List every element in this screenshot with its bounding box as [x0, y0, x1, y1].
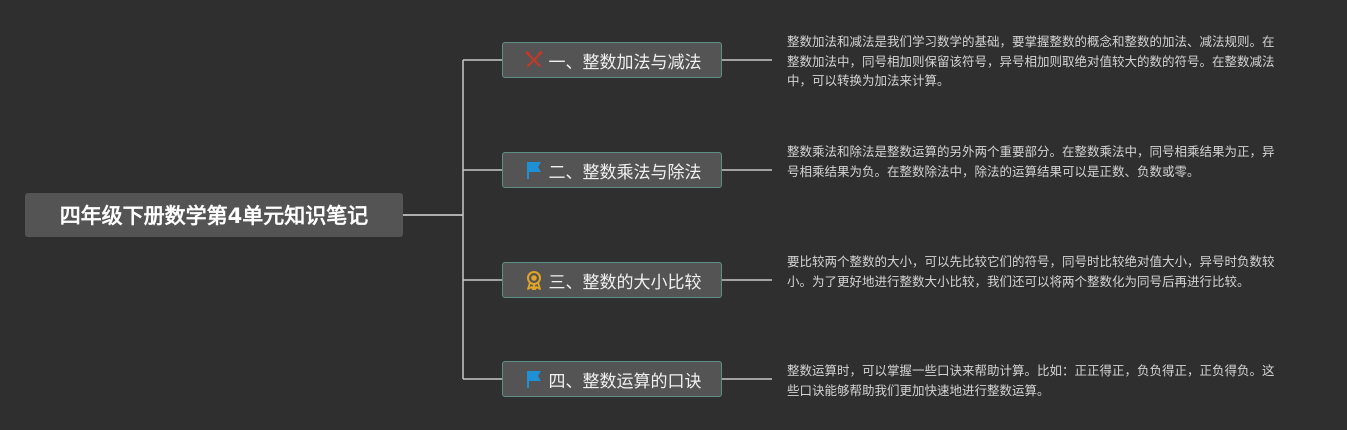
root-topic-label: 四年级下册数学第4单元知识笔记: [59, 204, 369, 228]
branch-topic-comparison[interactable]: 三、整数的大小比较: [502, 262, 722, 298]
branch-topic-addition-subtraction[interactable]: 一、整数加法与减法: [502, 42, 722, 78]
branch-topic-multiplication-division[interactable]: 二、整数乘法与除法: [502, 152, 722, 188]
note-mnemonics[interactable]: 整数运算时，可以掌握一些口诀来帮助计算。比如：正正得正，负负得正，正负得负。这些…: [787, 363, 1275, 398]
branch-topic-label: 一、整数加法与减法: [548, 52, 702, 73]
branch-topic-label: 四、整数运算的口诀: [548, 371, 702, 392]
note-comparison[interactable]: 要比较两个整数的大小，可以先比较它们的符号，同号时比较绝对值大小，异号时负数较小…: [787, 254, 1275, 289]
award-ribbon-icon: [523, 269, 545, 291]
crossed-tools-icon: [523, 49, 545, 71]
branch-topic-label: 二、整数乘法与除法: [548, 162, 702, 183]
blue-flag-icon: [523, 368, 545, 390]
note-addition-subtraction[interactable]: 整数加法和减法是我们学习数学的基础，要掌握整数的概念和整数的加法、减法规则。在整…: [787, 34, 1275, 88]
blue-flag-icon: [523, 159, 545, 181]
root-topic[interactable]: 四年级下册数学第4单元知识笔记: [25, 193, 403, 237]
branch-topic-mnemonics[interactable]: 四、整数运算的口诀: [502, 361, 722, 397]
branch-topic-label: 三、整数的大小比较: [548, 272, 702, 293]
note-multiplication-division[interactable]: 整数乘法和除法是整数运算的另外两个重要部分。在整数乘法中，同号相乘结果为正，异号…: [787, 144, 1275, 179]
